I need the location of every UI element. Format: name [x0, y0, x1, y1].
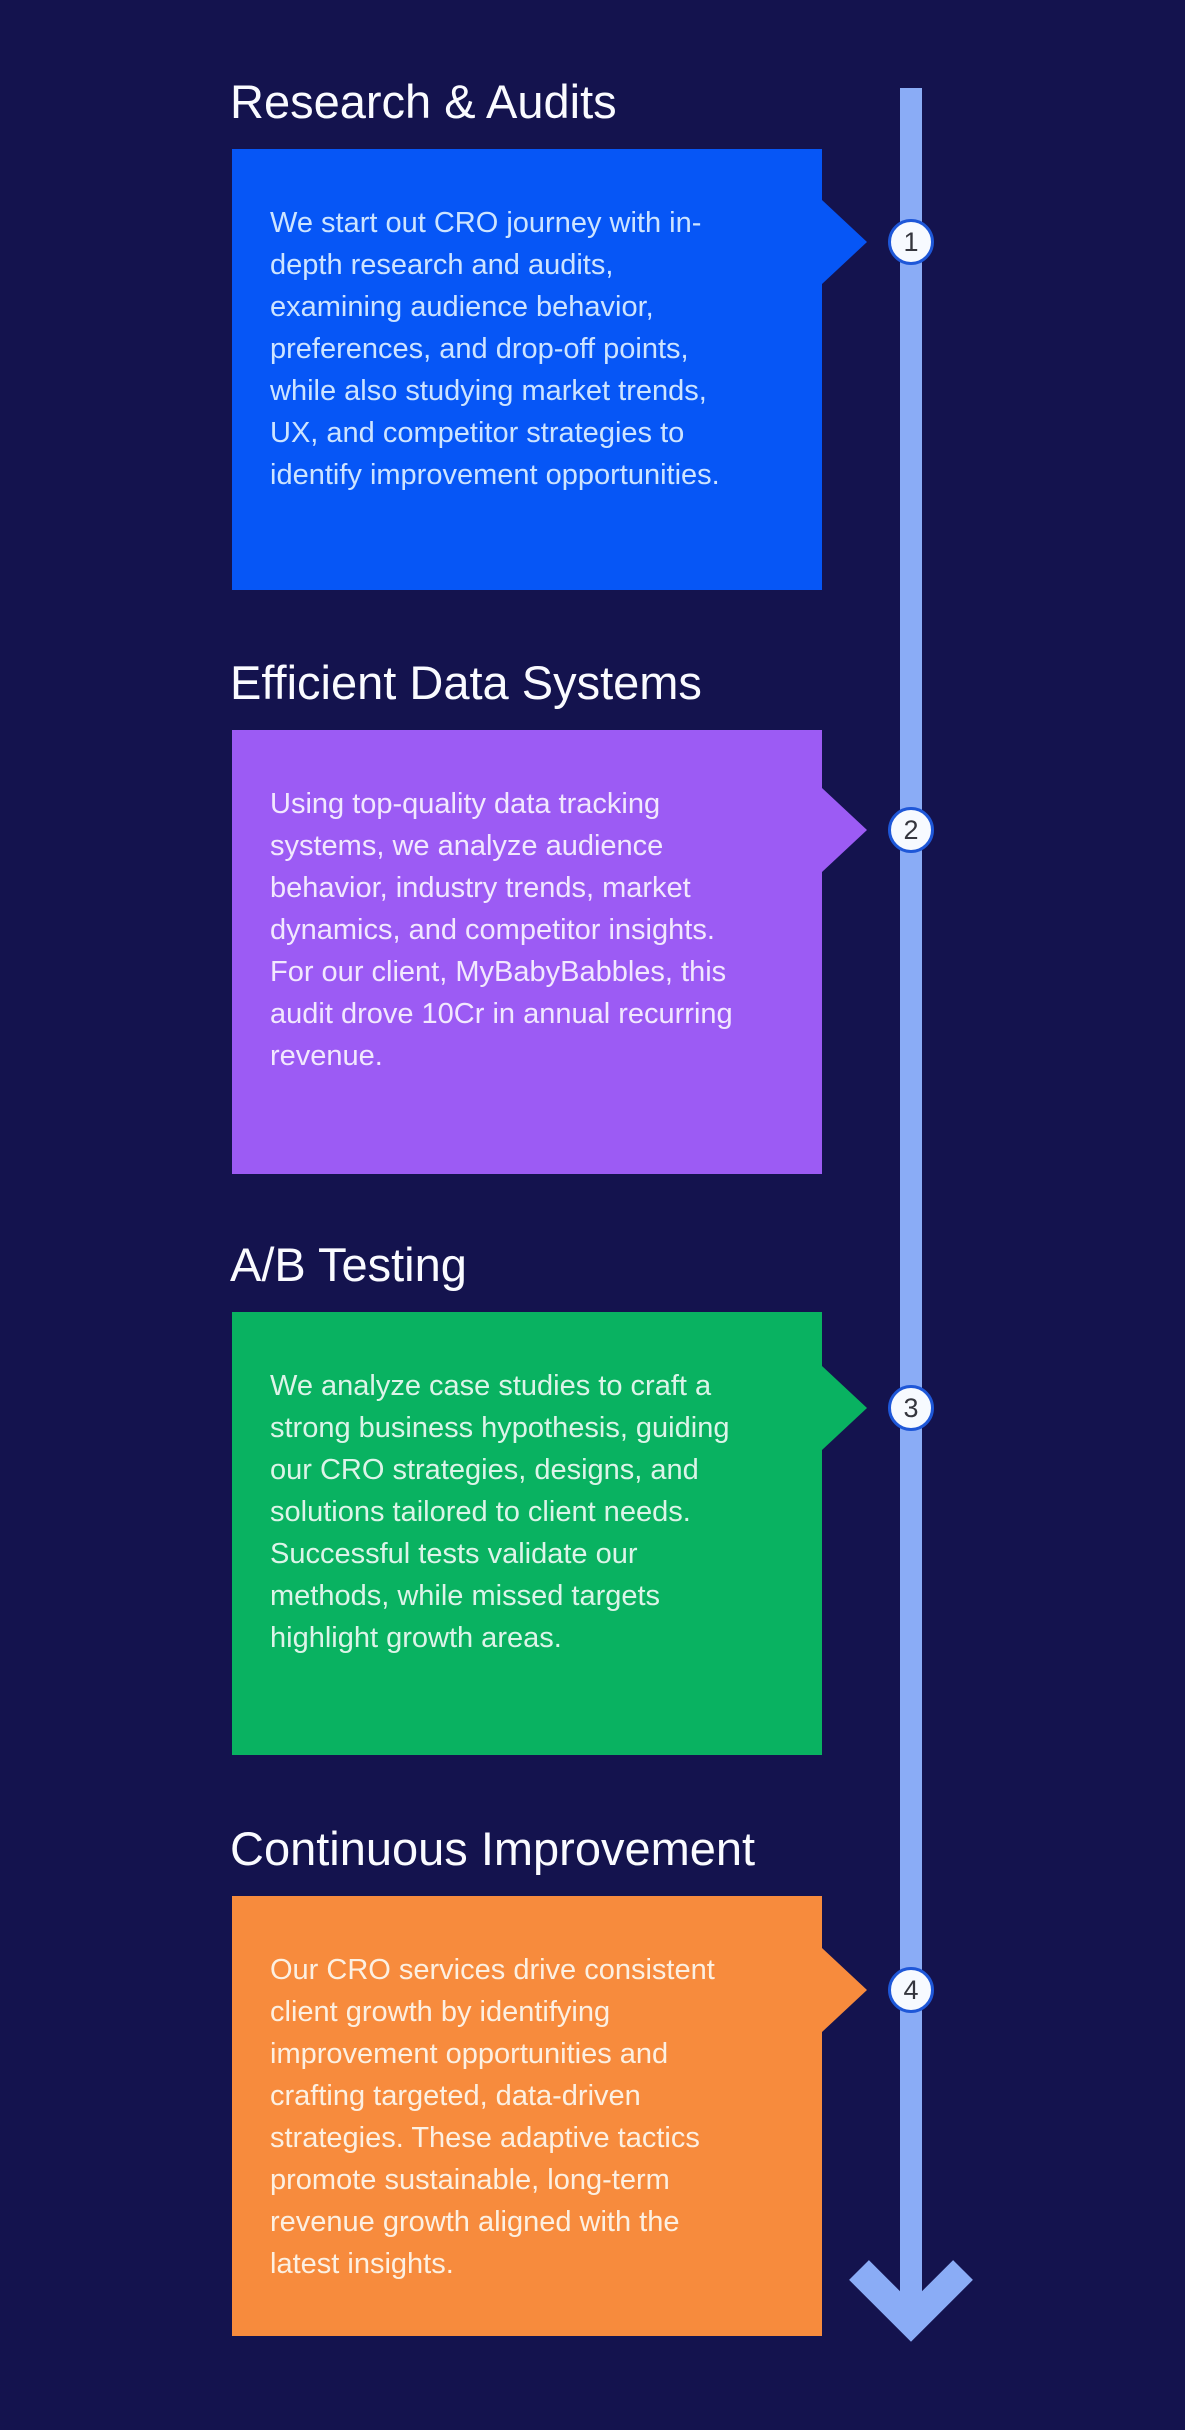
timeline-bar [900, 88, 922, 2308]
step-number-badge: 1 [888, 219, 934, 265]
step-number: 3 [903, 1392, 919, 1423]
step-card: Using top-quality data tracking systems,… [232, 730, 867, 1174]
step-number: 4 [903, 1974, 919, 2005]
step-title: A/B Testing [230, 1238, 467, 1291]
step-card: Our CRO services drive consistent client… [232, 1896, 867, 2336]
step-card: We start out CRO journey with in- depth … [232, 149, 867, 590]
card-pointer-triangle [822, 1366, 867, 1450]
step-description: Using top-quality data tracking systems,… [270, 788, 733, 1072]
step-title: Efficient Data Systems [230, 656, 702, 709]
step-number-badge: 4 [888, 1967, 934, 2013]
step-title: Research & Audits [230, 75, 617, 128]
card-pointer-triangle [822, 200, 867, 284]
step-description: We analyze case studies to craft a stron… [270, 1370, 730, 1654]
card-pointer-triangle [822, 1948, 867, 2032]
step-number: 2 [903, 814, 919, 845]
step-number-badge: 2 [888, 807, 934, 853]
step-number-badge: 3 [888, 1385, 934, 1431]
card-pointer-triangle [822, 788, 867, 872]
step-card: We analyze case studies to craft a stron… [232, 1312, 867, 1755]
step-number: 1 [903, 226, 919, 257]
down-arrow-icon [849, 2260, 973, 2342]
step-description: We start out CRO journey with in- depth … [270, 207, 720, 491]
step-description: Our CRO services drive consistent client… [270, 1954, 715, 2280]
step-title: Continuous Improvement [230, 1822, 756, 1875]
